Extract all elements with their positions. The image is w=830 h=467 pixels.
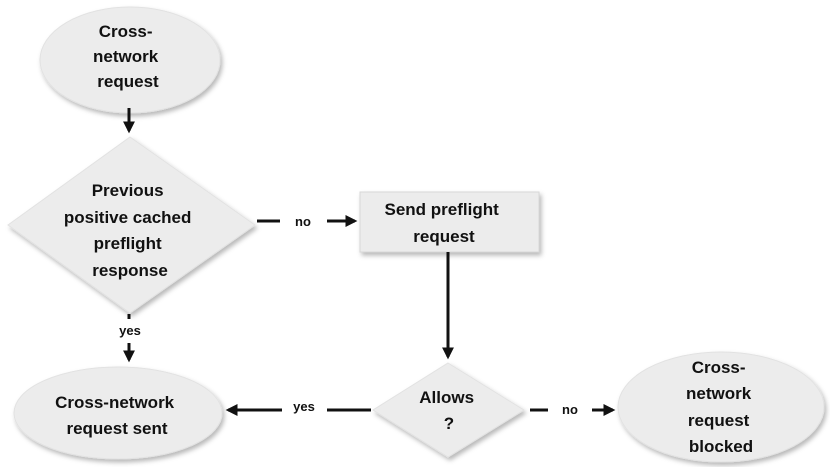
edge-label-cached-no: no [295, 214, 311, 229]
start-label-line-1: Cross- [99, 22, 153, 41]
sent-node-shape [13, 366, 223, 460]
edge-label-allows-no: no [562, 402, 578, 417]
send-preflight-label: Send preflight request [384, 200, 503, 246]
start-node-label: Cross- network request [93, 22, 163, 91]
blocked-label-line-3: request [688, 411, 750, 430]
start-label-line-2: network [93, 47, 159, 66]
preflight-label-line-2: request [413, 227, 475, 246]
allows-label: Allows ? [419, 388, 479, 433]
cached-check-diamond [7, 136, 256, 314]
cached-label-line-2: positive cached [64, 208, 192, 227]
blocked-label-line-2: network [686, 384, 752, 403]
send-preflight-box [359, 191, 540, 253]
blocked-node-label: Cross- network request blocked [686, 358, 756, 456]
edge-label-allows-yes: yes [293, 399, 315, 414]
sent-label-line-1: Cross-network [55, 393, 175, 412]
blocked-label-line-4: blocked [689, 437, 753, 456]
allows-label-line-1: Allows [419, 388, 474, 407]
edge-label-cached-yes: yes [119, 323, 141, 338]
allows-diamond [372, 362, 525, 458]
cached-label-line-1: Previous [92, 181, 164, 200]
preflight-label-line-1: Send preflight [384, 200, 499, 219]
blocked-node-shape [617, 351, 825, 463]
cached-label-line-4: response [92, 261, 168, 280]
cached-label-line-3: preflight [94, 234, 162, 253]
cached-check-label: Previous positive cached preflight respo… [64, 181, 196, 280]
blocked-label-line-1: Cross- [692, 358, 746, 377]
allows-label-line-2: ? [444, 414, 454, 433]
sent-node-label: Cross-network request sent [55, 393, 179, 438]
sent-label-line-2: request sent [66, 419, 167, 438]
start-label-line-3: request [97, 72, 159, 91]
